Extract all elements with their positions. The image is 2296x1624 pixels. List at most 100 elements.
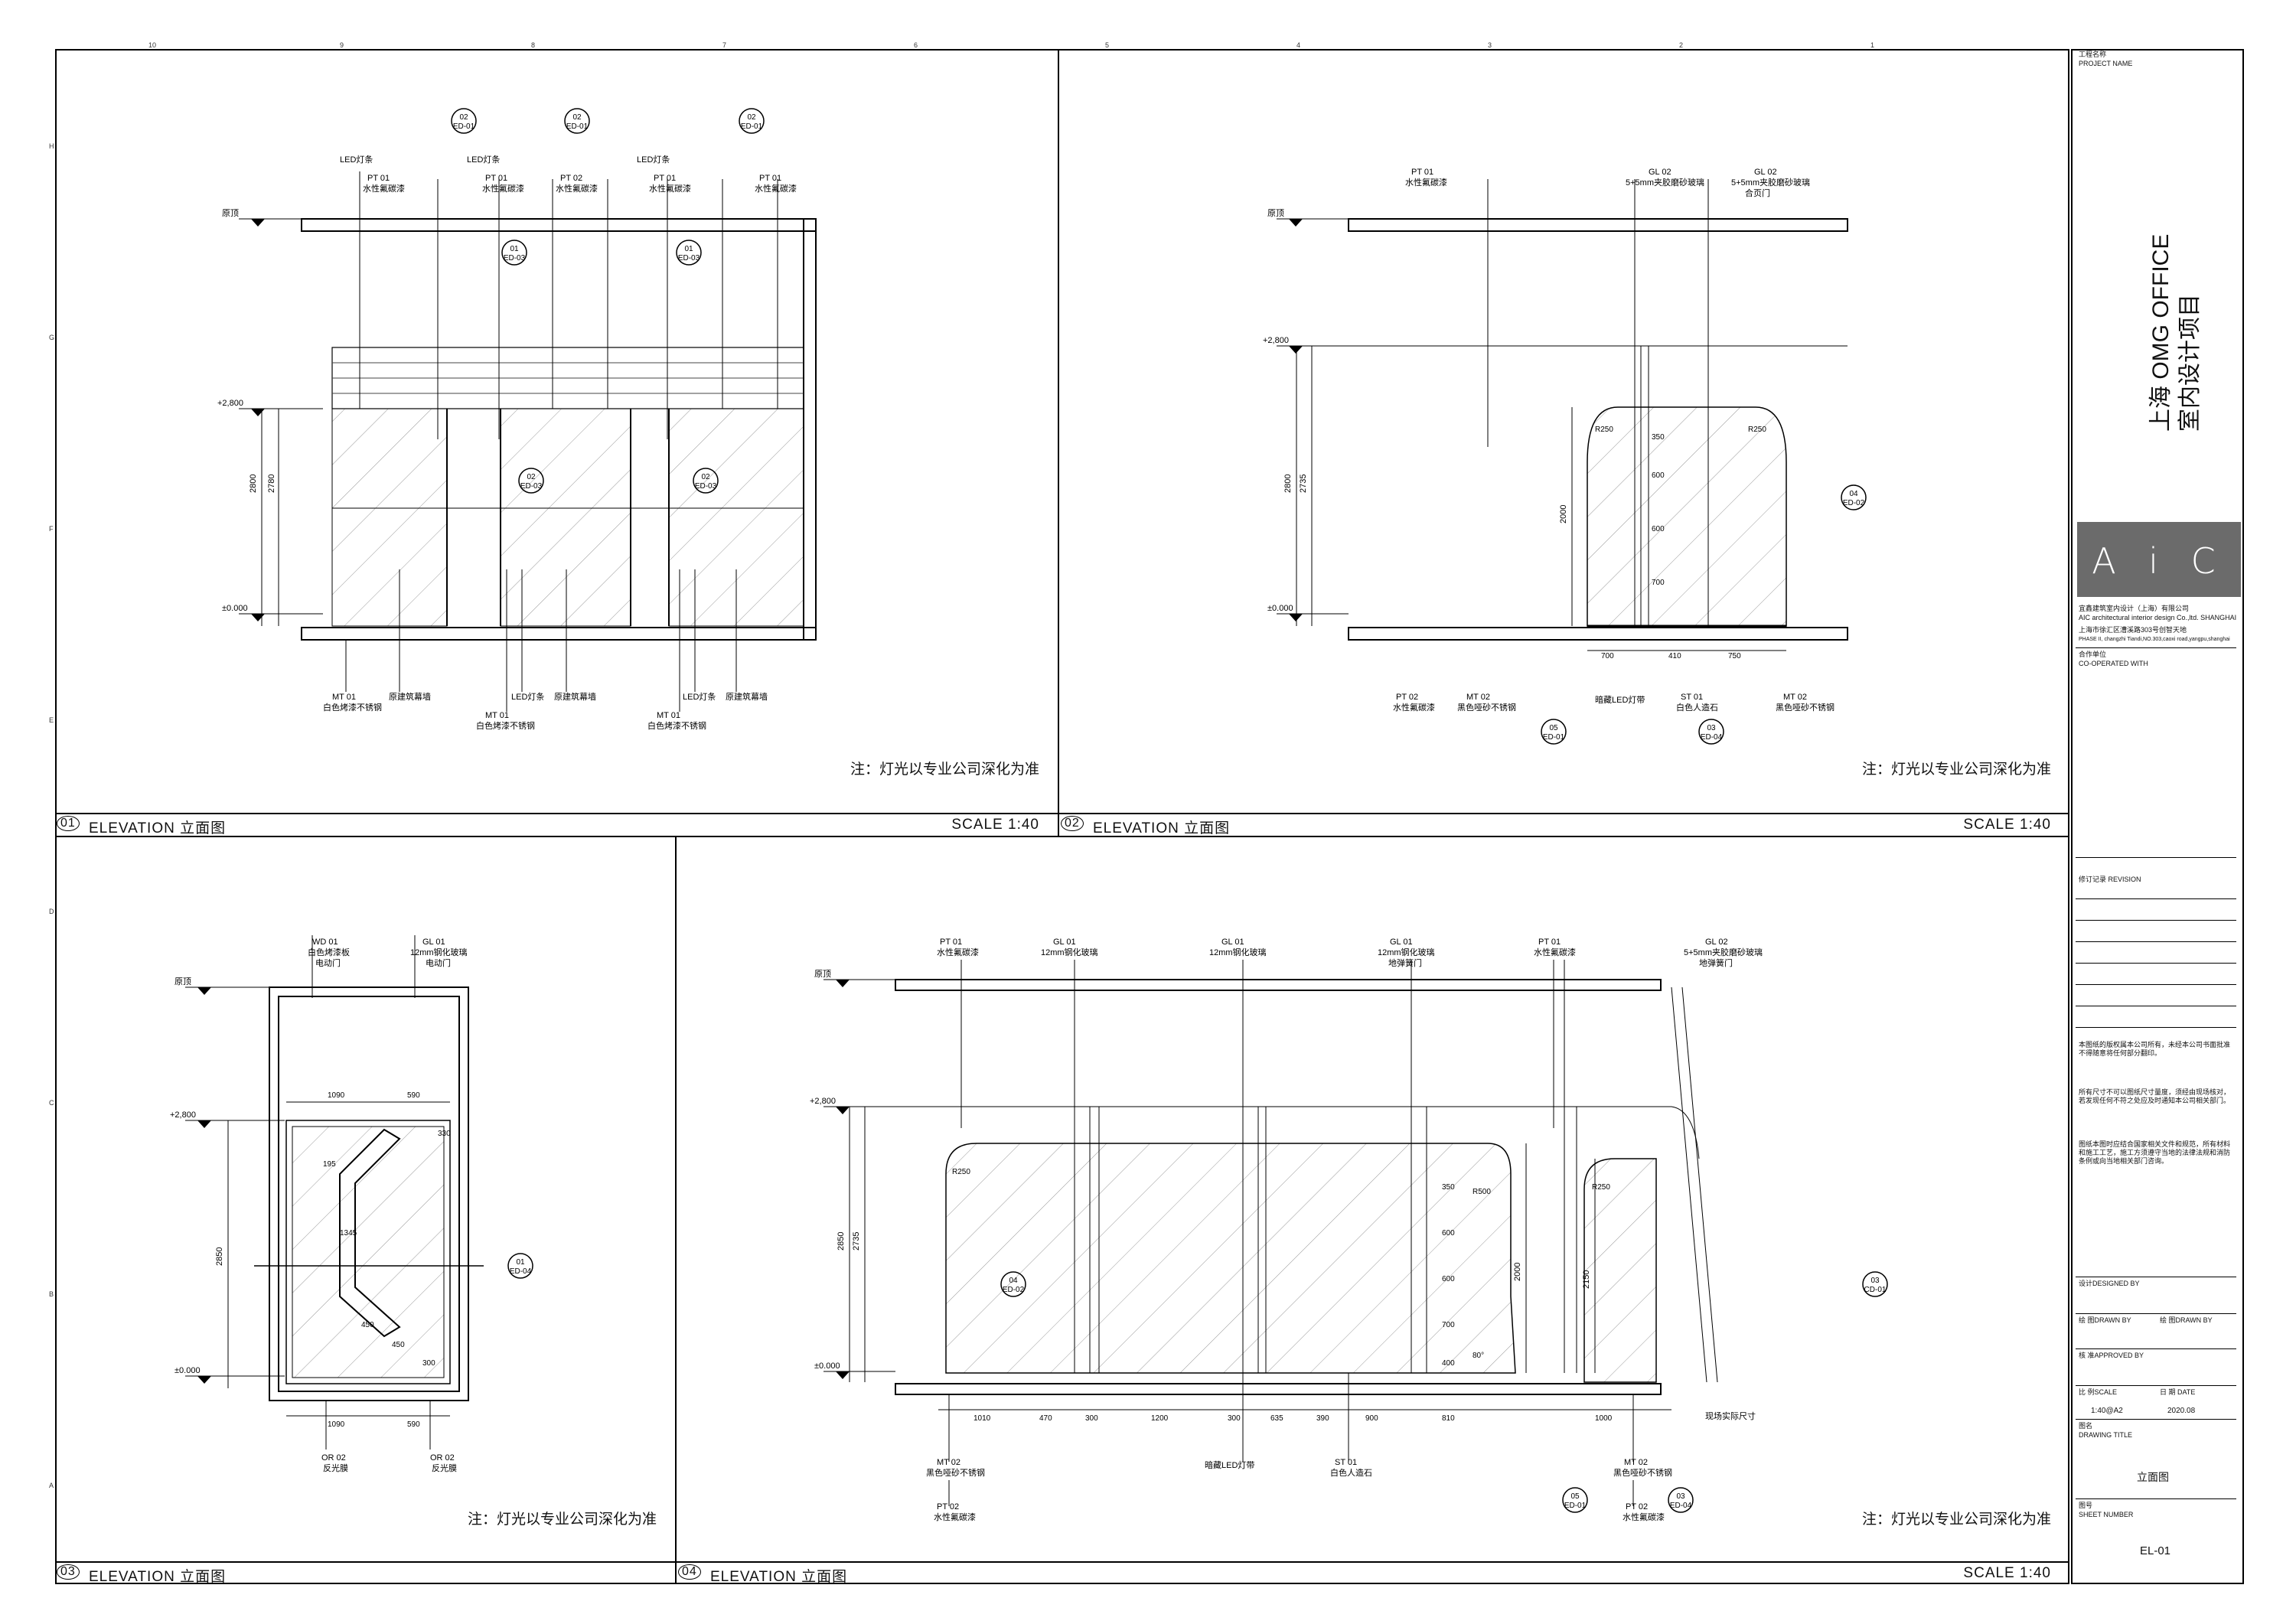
material-label: PT 01	[759, 174, 781, 183]
callout-ref: ED-01	[566, 122, 589, 131]
material-label: 水性氟碳漆	[556, 183, 598, 194]
material-label: GL 02	[1649, 168, 1671, 177]
panel-note: 注：灯光以专业公司深化为准	[850, 761, 1039, 778]
callout-ref: ED-02	[1003, 1286, 1025, 1294]
ruler-mark: E	[49, 716, 54, 724]
panel-note: 注：灯光以专业公司深化为准	[1861, 761, 2051, 778]
material-label: 黑色哑砂不锈钢	[1776, 702, 1835, 713]
material-label: 水性氟碳漆	[649, 183, 691, 194]
project-title: 上海 OMG OFFICE 室内设计项目	[2135, 185, 2203, 491]
material-label: PT 02	[560, 174, 582, 183]
designed-by-label: 设计DESIGNED BY	[2079, 1280, 2140, 1287]
level-label: ±0.000	[222, 604, 248, 613]
panel-title-bar: 02 ELEVATION 立面图 SCALE 1:40	[1059, 813, 2069, 836]
dim-label: 300	[1228, 1414, 1241, 1423]
callout-ref: ED-02	[1843, 499, 1865, 507]
material-label: MT 02	[1783, 693, 1807, 702]
elevation-panel-04: 2850 2735 2000 2150 1010 470 300 1200 30…	[677, 836, 2069, 1584]
checked-by-label: 绘 图DRAWN BY	[2160, 1316, 2213, 1324]
material-label: 5+5mm夹胶磨砂玻璃	[1731, 177, 1810, 188]
material-label: 现场实际尺寸	[1705, 1410, 1756, 1421]
callout-ref: ED-03	[678, 254, 700, 263]
material-label: 12mm钢化玻璃	[1041, 947, 1098, 957]
material-label: LED灯条	[467, 154, 500, 165]
dim-label: 1345	[340, 1229, 357, 1238]
panel-scale: SCALE 1:40	[1963, 1565, 2051, 1581]
dim-label: 1200	[1151, 1414, 1169, 1423]
dim-label: 410	[1668, 652, 1681, 660]
material-label: 白色人造石	[1330, 1467, 1372, 1478]
scale-label: 比 例SCALE	[2079, 1388, 2118, 1396]
panel-title-bar: 03 ELEVATION 立面图	[55, 1561, 675, 1584]
sheet-number: EL-01	[2140, 1544, 2171, 1557]
callout-ref: ED-01	[1564, 1502, 1587, 1510]
callout-num: 03	[1870, 1277, 1880, 1285]
logo-text: A i C	[2092, 540, 2226, 582]
material-label: GL 01	[1053, 938, 1076, 947]
notice-copyright: 本图纸的版权属本公司所有，未经本公司书面批准不得随意将任何部分翻印。	[2079, 1041, 2231, 1057]
material-label: 水性氟碳漆	[934, 1511, 976, 1522]
material-label: PT 01	[367, 174, 390, 183]
dim-label: 2800	[1283, 474, 1293, 493]
material-label: GL 01	[1390, 938, 1413, 947]
glass-panel	[331, 408, 448, 627]
ruler-mark: C	[49, 1099, 54, 1107]
callout-num: 01	[510, 245, 519, 253]
elevation-panel-03: 2850 1090 590 1090 590 195 1345 450 450 …	[55, 836, 677, 1584]
material-label: GL 02	[1754, 168, 1777, 177]
callout-num: 04	[1009, 1277, 1018, 1285]
material-label: MT 02	[1466, 693, 1490, 702]
material-label: LED灯条	[511, 691, 544, 702]
dim-label: 750	[1728, 652, 1741, 660]
material-label: PT 02	[1626, 1502, 1648, 1511]
material-label: GL 01	[1221, 938, 1244, 947]
material-label: 原建筑幕墙	[726, 691, 768, 702]
dim-label: R250	[952, 1168, 970, 1176]
material-label: GL 02	[1705, 938, 1728, 947]
material-label: 5+5mm夹胶磨砂玻璃	[1684, 947, 1763, 957]
dim-label: 470	[1039, 1414, 1052, 1423]
material-label: 反光膜	[432, 1463, 457, 1473]
ruler-mark: 8	[531, 41, 536, 49]
panel-name: ELEVATION 立面图	[89, 820, 227, 836]
ruler-mark: 2	[1679, 41, 1684, 49]
title-block: 工程名称 PROJECT NAME 上海 OMG OFFICE 室内设计项目 A…	[2076, 47, 2247, 1578]
dim-label: R250	[1748, 426, 1766, 434]
callout-num: 05	[1549, 724, 1558, 732]
ceiling-label: 原顶	[1267, 208, 1284, 218]
dim-label: 2150	[1582, 1270, 1591, 1289]
callout-num: 04	[1849, 490, 1858, 498]
ruler-mark: 7	[722, 41, 727, 49]
scale-value: 1:40@A2	[2091, 1407, 2123, 1415]
material-label: 地弹簧门	[1388, 957, 1422, 968]
glass-door	[1583, 1158, 1657, 1383]
approved-by-label: 核 准APPROVED BY	[2079, 1352, 2144, 1359]
material-label: 水性氟碳漆	[755, 183, 797, 194]
ruler-mark: 4	[1296, 41, 1301, 49]
dim-label: 300	[1085, 1414, 1098, 1423]
dim-label: 2850	[837, 1232, 846, 1251]
material-label: PT 02	[937, 1502, 959, 1511]
elevation-04-drawing: 2850 2735 2000 2150 1010 470 300 1200 30…	[810, 938, 1888, 1522]
panel-scale: SCALE 1:40	[1963, 817, 2051, 833]
callout-num: 02	[747, 113, 756, 122]
material-label: 合页门	[1745, 188, 1770, 198]
panel-note: 注：灯光以专业公司深化为准	[1861, 1511, 2051, 1528]
project-label-en: PROJECT NAME	[2079, 60, 2133, 67]
level-label: +2,800	[810, 1097, 836, 1106]
ceiling-label: 原顶	[814, 969, 831, 979]
material-label: 白色烤漆板	[308, 947, 350, 957]
material-label: 水性氟碳漆	[363, 183, 405, 194]
material-label: 黑色哑砂不锈钢	[1613, 1467, 1672, 1478]
drawing-title-label-en: DRAWING TITLE	[2079, 1431, 2133, 1439]
material-label: PT 01	[654, 174, 676, 183]
dim-label: 2850	[215, 1247, 224, 1266]
material-label: 暗藏LED灯带	[1205, 1459, 1254, 1470]
panel-name: ELEVATION 立面图	[1093, 820, 1231, 836]
panel-title-bar: 04 ELEVATION 立面图 SCALE 1:40	[677, 1561, 2069, 1584]
dim-label: 700	[1601, 652, 1614, 660]
material-label: 白色烤漆不锈钢	[323, 702, 382, 713]
material-label: 12mm钢化玻璃	[410, 947, 468, 957]
